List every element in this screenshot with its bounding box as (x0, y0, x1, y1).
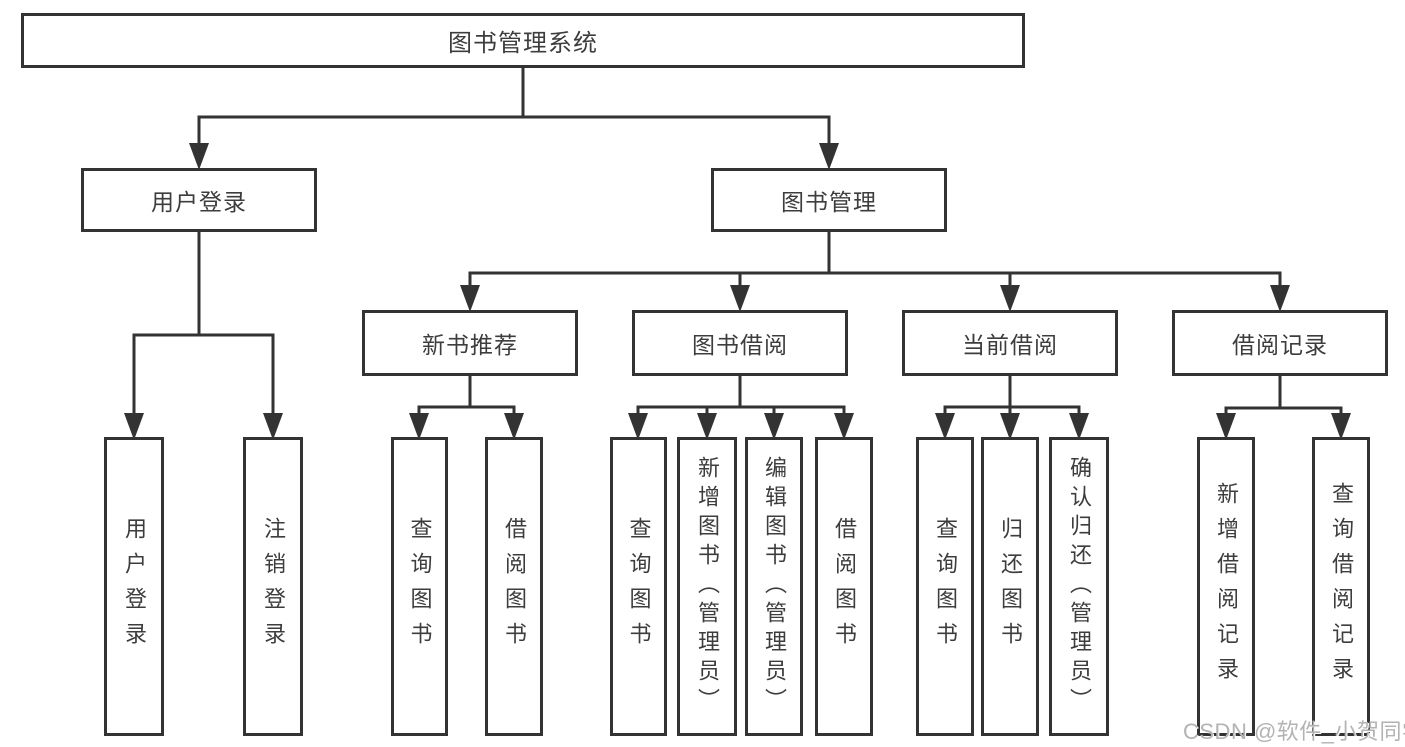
node-leaf-bb-query-books: 查询图书 (610, 437, 667, 736)
node-label: 借阅图书 (832, 516, 857, 657)
node-library-system: 图书管理系统 (21, 13, 1025, 68)
arrowhead-icon (1069, 413, 1089, 440)
node-label: 借阅记录 (1232, 332, 1328, 358)
node-label: 当前借阅 (962, 332, 1058, 358)
arrowhead-icon (504, 413, 524, 440)
arrowhead-icon (263, 413, 283, 440)
node-label: 确认归还（管理员） (1067, 456, 1092, 717)
node-label: 图书管理 (781, 189, 877, 215)
node-label: 编辑图书（管理员） (762, 456, 787, 717)
node-leaf-br-add-record: 新增借阅记录 (1197, 437, 1255, 736)
node-leaf-cb-query-books: 查询图书 (916, 437, 974, 736)
node-current-borrowing: 当前借阅 (902, 310, 1118, 376)
node-label: 新增借阅记录 (1214, 481, 1239, 692)
arrowhead-icon (1000, 285, 1020, 312)
arrowhead-icon (935, 413, 955, 440)
node-book-borrowing: 图书借阅 (632, 310, 848, 376)
node-leaf-rec-query-books: 查询图书 (391, 437, 448, 736)
node-leaf-bb-add-books-admin: 新增图书（管理员） (677, 437, 737, 736)
node-leaf-cb-return-books: 归还图书 (981, 437, 1039, 736)
arrowhead-icon (819, 143, 839, 170)
node-leaf-bb-edit-books-admin: 编辑图书（管理员） (745, 437, 803, 736)
node-label: 图书管理系统 (448, 30, 598, 57)
arrowhead-icon (189, 143, 209, 170)
node-leaf-br-query-record: 查询借阅记录 (1312, 437, 1370, 736)
node-leaf-cb-confirm-return-admin: 确认归还（管理员） (1049, 437, 1109, 736)
arrowhead-icon (697, 413, 717, 440)
node-label: 查询图书 (933, 516, 958, 657)
node-label: 新书推荐 (422, 332, 518, 358)
node-label: 用户登录 (122, 516, 147, 657)
arrowhead-icon (1000, 413, 1020, 440)
node-label: 图书借阅 (692, 332, 788, 358)
node-label: 查询图书 (407, 516, 433, 657)
node-book-management: 图书管理 (711, 168, 947, 232)
node-label: 借阅图书 (502, 516, 527, 657)
arrowhead-icon (409, 413, 429, 440)
node-label: 新增图书（管理员） (695, 456, 720, 717)
arrowhead-icon (628, 413, 648, 440)
arrowhead-icon (1270, 285, 1290, 312)
node-leaf-bb-borrow-books: 借阅图书 (815, 437, 873, 736)
arrowhead-icon (1216, 413, 1236, 440)
node-new-book-recommend: 新书推荐 (362, 310, 578, 376)
arrowhead-icon (460, 285, 480, 312)
node-leaf-rec-borrow-books: 借阅图书 (485, 437, 543, 736)
node-label: 用户登录 (151, 189, 247, 215)
arrowhead-icon (764, 413, 784, 440)
node-borrowing-records: 借阅记录 (1172, 310, 1388, 376)
node-label: 查询借阅记录 (1329, 481, 1354, 692)
node-label: 归还图书 (998, 516, 1023, 657)
node-leaf-user-login: 用户登录 (104, 437, 164, 736)
node-user-login: 用户登录 (81, 168, 317, 232)
arrowhead-icon (124, 413, 144, 440)
node-leaf-logout: 注销登录 (243, 437, 303, 736)
csdn-watermark: CSDN @软件_小贺同学 (1183, 719, 1405, 744)
node-label: 查询图书 (626, 516, 652, 657)
arrowhead-icon (730, 285, 750, 312)
arrowhead-icon (1331, 413, 1351, 440)
node-label: 注销登录 (261, 516, 286, 657)
arrowhead-icon (834, 413, 854, 440)
